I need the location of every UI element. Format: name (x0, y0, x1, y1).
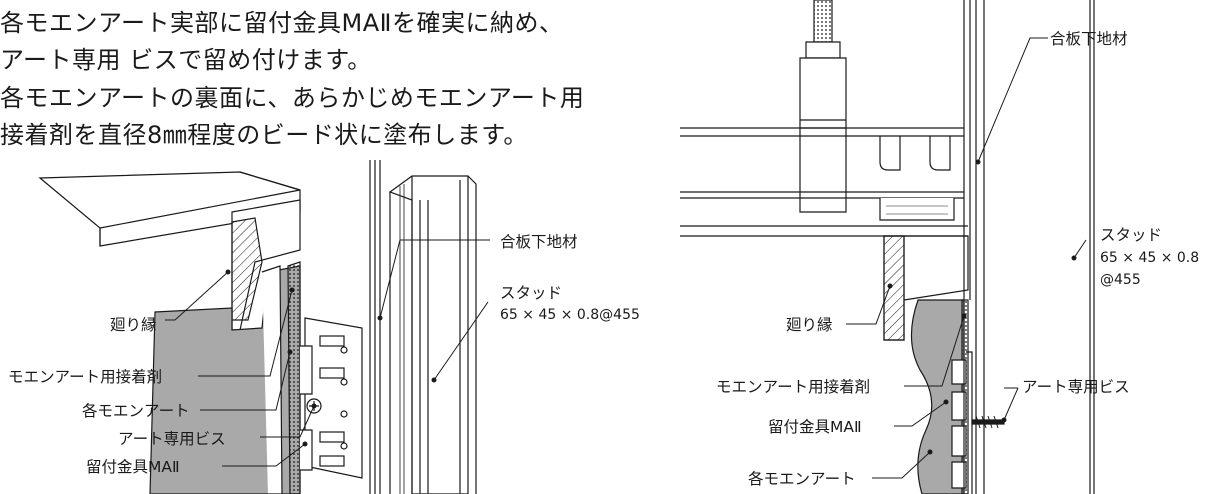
left-label-plywood: 合板下地材 (500, 233, 578, 251)
left-label-panel: 各モエンアート (82, 402, 190, 420)
left-leader-lines (165, 239, 490, 467)
right-label-edging: 廻り縁 (786, 316, 833, 334)
ceiling-channel (680, 127, 964, 221)
instruction-line-4: 接着剤を直径8㎜程度のビード状に塗布します。 (0, 121, 528, 149)
left-diagram (38, 160, 490, 494)
bracket-ma2 (300, 317, 363, 479)
right-label-stud-spec-2: @455 (1100, 272, 1141, 288)
right-label-bracket: 留付金具MAⅡ (768, 418, 862, 436)
right-screw (971, 415, 1005, 429)
hanging-bolt (799, 0, 847, 213)
right-label-stud: スタッド (1100, 226, 1162, 244)
left-label-stud-spec: 65 × 45 × 0.8@455 (500, 307, 640, 323)
instruction-line-2: アート専用 ビスで留め付けます。 (0, 46, 372, 74)
right-label-stud-spec-1: 65 × 45 × 0.8 (1100, 250, 1199, 266)
left-label-screw: アート専用ビス (118, 430, 226, 448)
left-label-adhesive: モエンアート用接着剤 (8, 368, 162, 386)
right-label-adhesive: モエンアート用接着剤 (716, 378, 870, 396)
left-label-stud: スタッド (500, 284, 562, 302)
right-brackets (951, 351, 973, 494)
right-label-screw: アート専用ビス (1022, 378, 1130, 396)
left-label-edging: 廻り縁 (110, 316, 157, 334)
instruction-line-1: 各モエンアート実部に留付金具MAⅡを確実に納め、 (0, 9, 564, 37)
right-label-plywood: 合板下地材 (1050, 30, 1128, 48)
right-diagram (680, 0, 1095, 494)
instruction-line-3: 各モエンアートの裏面に、あらかじめモエンアート用 (0, 84, 585, 112)
right-stud-frame (963, 0, 1095, 494)
right-label-panel: 各モエンアート (748, 470, 856, 488)
right-wall-panel (910, 299, 965, 494)
right-edging (883, 235, 969, 341)
right-leader-lines (846, 37, 1087, 479)
left-label-bracket: 留付金具MAⅡ (86, 458, 180, 476)
stud-frame (369, 160, 477, 494)
